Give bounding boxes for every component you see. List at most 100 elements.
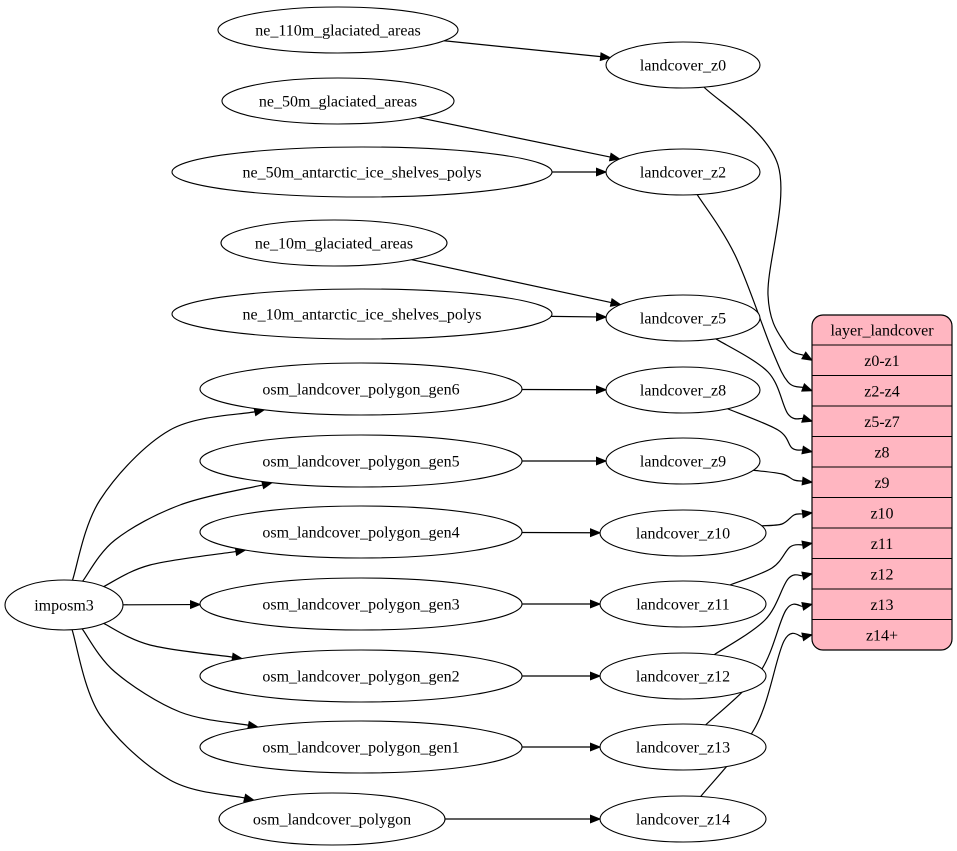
node-osm-landcover-polygon-gen6-shape	[199, 362, 523, 416]
node-ne-10m-glaciated-areas-shape	[220, 219, 448, 267]
edge-landcover-z9--row-z9	[753, 469, 803, 482]
table-row-z10-label: z10	[870, 505, 893, 522]
edge-landcover-z8--row-z8-arrowhead	[801, 445, 814, 455]
node-ne-50m-antarctic-ice-shelves-polys-label: ne_50m_antarctic_ice_shelves_polys	[242, 165, 481, 182]
node-osm-landcover-polygon-gen4-shape	[199, 505, 523, 559]
edge-landcover-z14--row-z14--arrowhead	[801, 632, 814, 642]
edge-landcover-z11--row-z11	[729, 544, 803, 586]
edge-osm-landcover-polygon-gen1--landcover-z13-arrowhead	[590, 742, 602, 752]
node-landcover-z13-shape	[599, 723, 767, 771]
table-header-label: layer_landcover	[830, 323, 934, 340]
node-landcover-z0-label: landcover_z0	[640, 58, 726, 75]
node-landcover-z12: landcover_z12	[599, 652, 767, 700]
edge-imposm3--osm-landcover-polygon-gen6	[71, 411, 256, 581]
edge-landcover-z13--row-z13-arrowhead	[801, 601, 814, 611]
node-osm-landcover-polygon-gen1-label: osm_landcover_polygon_gen1	[262, 740, 459, 757]
edge-ne-110m-glaciated-areas--landcover-z0	[443, 40, 601, 58]
edge-landcover-z11--row-z11-arrowhead	[801, 540, 814, 550]
table-row-z12-label: z12	[870, 566, 893, 583]
node-osm-landcover-polygon-gen2-shape	[199, 649, 523, 703]
edge-landcover-z2--row-z2-z4	[696, 194, 804, 389]
edge-osm-landcover-polygon--landcover-z14-arrowhead	[590, 814, 602, 824]
node-landcover-z8-shape	[605, 366, 761, 414]
node-osm-landcover-polygon-gen1: osm_landcover_polygon_gen1	[199, 720, 523, 774]
edge-osm-landcover-polygon-gen3--landcover-z11-arrowhead	[590, 599, 602, 609]
table-row-z2-z4-label: z2-z4	[864, 383, 900, 400]
edge-imposm3--osm-landcover-polygon-gen5	[82, 484, 263, 582]
node-landcover-z11: landcover_z11	[599, 580, 767, 628]
edges-layer	[71, 40, 814, 824]
node-ne-10m-antarctic-ice-shelves-polys-label: ne_10m_antarctic_ice_shelves_polys	[242, 307, 481, 324]
node-ne-50m-glaciated-areas: ne_50m_glaciated_areas	[221, 77, 455, 125]
edge-landcover-z0--row-z0-z1	[703, 86, 805, 356]
node-osm-landcover-polygon-gen6: osm_landcover_polygon_gen6	[199, 362, 523, 416]
node-osm-landcover-polygon-gen4-label: osm_landcover_polygon_gen4	[262, 525, 459, 542]
node-osm-landcover-polygon-gen3-shape	[199, 577, 523, 631]
node-landcover-z2-shape	[605, 148, 761, 196]
node-osm-landcover-polygon-shape	[218, 792, 446, 846]
node-ne-10m-antarctic-ice-shelves-polys-shape	[171, 288, 553, 340]
node-osm-landcover-polygon-gen1-shape	[199, 720, 523, 774]
node-landcover-z5-shape	[605, 294, 761, 342]
node-landcover-z5: landcover_z5	[605, 294, 761, 342]
node-landcover-z0: landcover_z0	[605, 41, 761, 89]
table-row-z13-label: z13	[870, 597, 893, 614]
edge-imposm3--osm-landcover-polygon-gen3-arrowhead	[190, 600, 202, 610]
node-ne-50m-antarctic-ice-shelves-polys-shape	[171, 146, 553, 198]
edge-ne-110m-glaciated-areas--landcover-z0-arrowhead	[599, 52, 612, 62]
edge-ne-50m-glaciated-areas--landcover-z2	[418, 116, 611, 158]
node-landcover-z14-shape	[599, 795, 767, 843]
table-row-z9-label: z9	[874, 475, 889, 492]
node-osm-landcover-polygon-gen5-shape	[199, 434, 523, 488]
edge-ne-50m-antarctic-ice-shelves-polys--landcover-z2-arrowhead	[596, 167, 608, 177]
edge-landcover-z5--row-z5-z7	[715, 338, 804, 420]
node-osm-landcover-polygon: osm_landcover_polygon	[218, 792, 446, 846]
node-ne-110m-glaciated-areas-shape	[217, 6, 459, 54]
edge-landcover-z0--row-z0-z1-arrowhead	[801, 351, 814, 361]
node-landcover-z2: landcover_z2	[605, 148, 761, 196]
node-osm-landcover-polygon-gen2: osm_landcover_polygon_gen2	[199, 649, 523, 703]
node-ne-110m-glaciated-areas: ne_110m_glaciated_areas	[217, 6, 459, 54]
node-landcover-z10-shape	[599, 509, 767, 557]
layer-landcover-table: layer_landcoverz0-z1z2-z4z5-z7z8z9z10z11…	[811, 314, 953, 651]
node-ne-50m-glaciated-areas-shape	[221, 77, 455, 125]
node-landcover-z9: landcover_z9	[605, 437, 761, 485]
edge-ne-10m-glaciated-areas--landcover-z5	[411, 259, 612, 304]
node-landcover-z9-label: landcover_z9	[640, 454, 726, 471]
edge-landcover-z8--row-z8	[727, 408, 803, 451]
edge-imposm3--osm-landcover-polygon	[71, 629, 245, 799]
table-row-z0-z1-label: z0-z1	[864, 353, 900, 370]
edge-landcover-z2--row-z2-z4-arrowhead	[801, 383, 814, 392]
node-osm-landcover-polygon-gen3-label: osm_landcover_polygon_gen3	[262, 597, 459, 614]
edge-osm-landcover-polygon-gen6--landcover-z8-arrowhead	[595, 385, 608, 395]
node-landcover-z0-shape	[605, 41, 761, 89]
node-landcover-z10-label: landcover_z10	[636, 526, 730, 543]
node-landcover-z2-label: landcover_z2	[640, 165, 726, 182]
edge-imposm3--osm-landcover-polygon-gen2	[103, 622, 233, 658]
node-osm-landcover-polygon-label: osm_landcover_polygon	[253, 812, 411, 829]
node-imposm3-label: imposm3	[34, 598, 94, 615]
edge-imposm3--osm-landcover-polygon-gen4	[103, 550, 237, 588]
edge-landcover-z14--row-z14-	[700, 632, 803, 797]
edge-ne-10m-glaciated-areas--landcover-z5-arrowhead	[609, 298, 622, 307]
node-osm-landcover-polygon-gen5: osm_landcover_polygon_gen5	[199, 434, 523, 488]
edge-osm-landcover-polygon-gen4--landcover-z10-arrowhead	[589, 528, 602, 538]
node-osm-landcover-polygon-gen2-label: osm_landcover_polygon_gen2	[262, 669, 459, 686]
table-row-z11-label: z11	[871, 536, 894, 553]
edge-landcover-z12--row-z12-arrowhead	[801, 571, 814, 581]
edge-ne-10m-antarctic-ice-shelves-polys--landcover-z5-arrowhead	[596, 312, 608, 322]
nodes-layer: imposm3 ne_110m_glaciated_areas ne_50m_gla…	[4, 6, 767, 846]
node-landcover-z5-label: landcover_z5	[640, 311, 726, 328]
edge-landcover-z9--row-z9-arrowhead	[801, 476, 814, 486]
edge-landcover-z10--row-z10	[761, 513, 803, 527]
node-landcover-z11-label: landcover_z11	[636, 597, 730, 614]
node-landcover-z12-label: landcover_z12	[636, 669, 730, 686]
edge-ne-10m-antarctic-ice-shelves-polys--landcover-z5	[551, 315, 597, 318]
edge-osm-landcover-polygon-gen5--landcover-z9-arrowhead	[596, 456, 608, 466]
node-osm-landcover-polygon-gen4: osm_landcover_polygon_gen4	[199, 505, 523, 559]
node-osm-landcover-polygon-gen5-label: osm_landcover_polygon_gen5	[262, 454, 459, 471]
node-landcover-z8: landcover_z8	[605, 366, 761, 414]
edge-landcover-z10--row-z10-arrowhead	[801, 509, 814, 519]
